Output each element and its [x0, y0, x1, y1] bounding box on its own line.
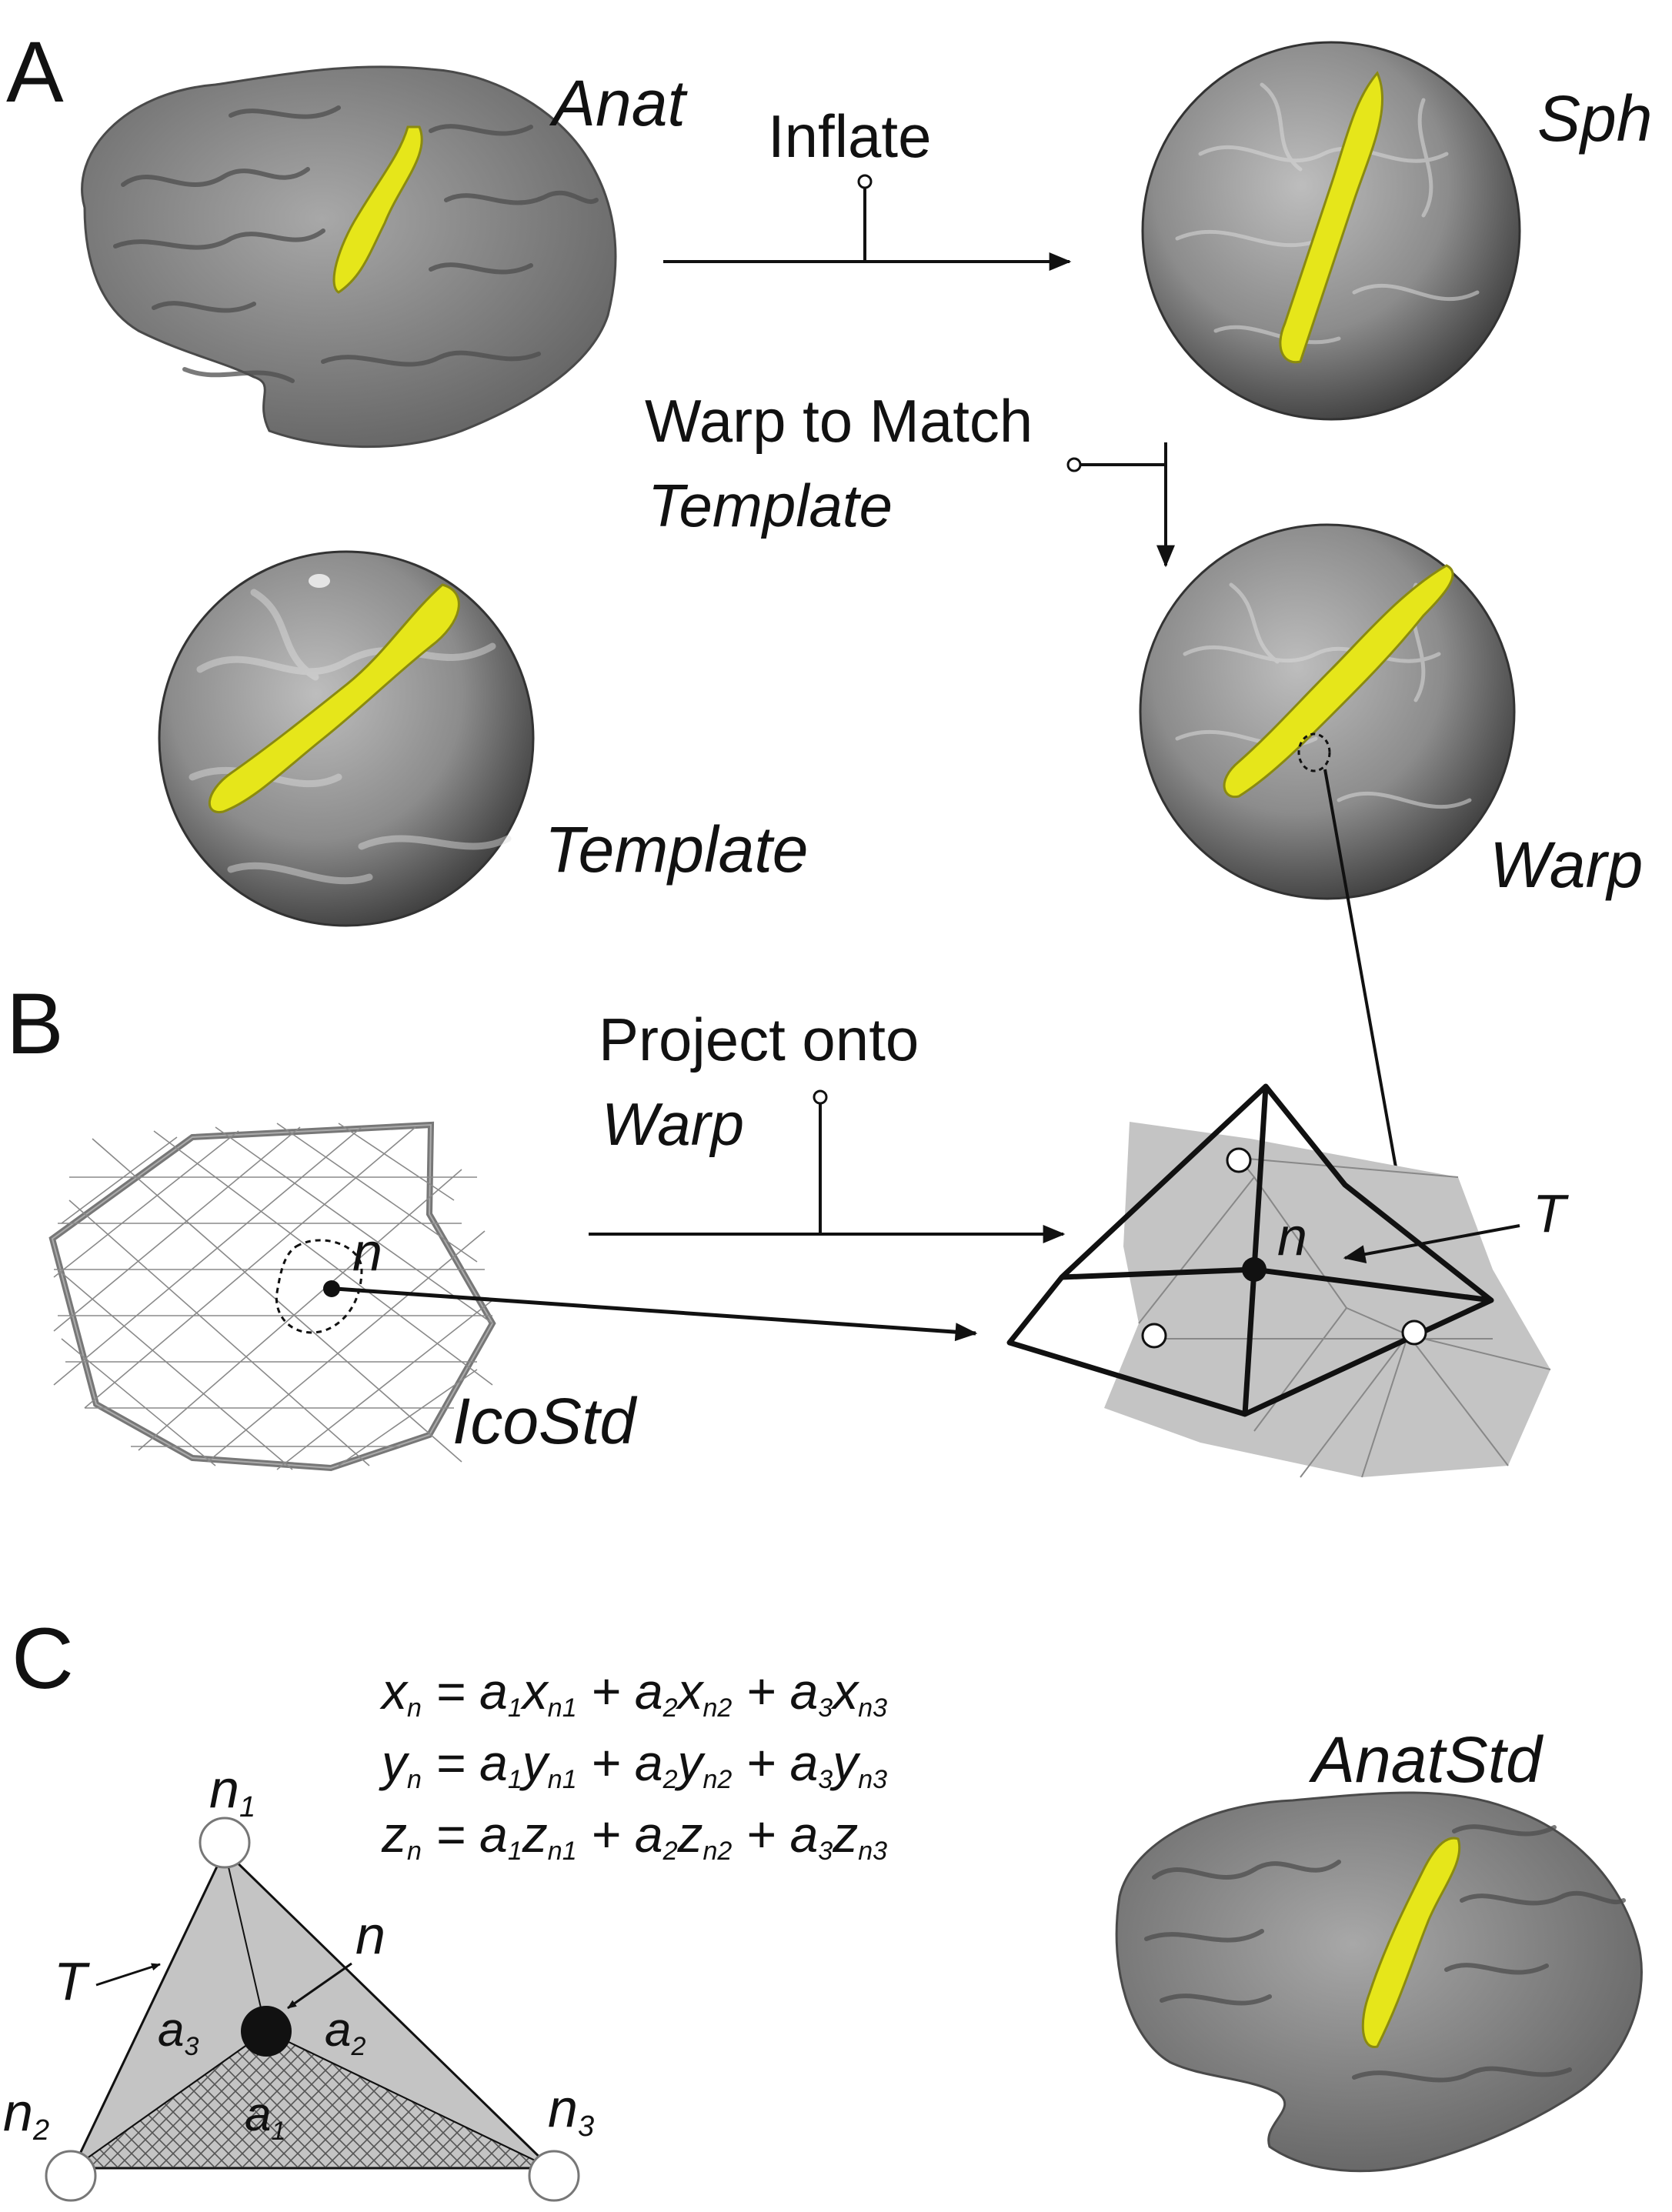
- icostd-node-label: n: [352, 1222, 382, 1282]
- interior-node-label: n: [355, 1905, 385, 1965]
- vertex-n2: [45, 2150, 97, 2202]
- equation-y: yn = a1yn1 + a2yn2 + a3yn3: [382, 1734, 888, 1794]
- template-sphere-image: [158, 550, 535, 927]
- warp-tile-mesh-image: [1006, 1083, 1551, 1478]
- template-label: Template: [545, 813, 809, 886]
- area-a3-label: a3: [158, 2003, 199, 2061]
- icostd-node-dot: [323, 1280, 340, 1297]
- vertex-n3: [528, 2150, 580, 2202]
- equation-z: zn = a1zn1 + a2zn2 + a3zn3: [382, 1806, 888, 1866]
- panel-label-c: C: [12, 1610, 74, 1707]
- warp-to-match-arrow: [1066, 442, 1175, 568]
- panel-label-b: B: [6, 976, 64, 1072]
- tile-pointer-arrow: [1343, 1224, 1520, 1263]
- tile-t-label: T: [1533, 1183, 1566, 1243]
- vertex-n3-label: n3: [548, 2078, 595, 2143]
- tile-vertex-left: [1141, 1323, 1167, 1349]
- barycentric-triangle-diagram: [45, 1817, 580, 2202]
- tile-node-label: n: [1277, 1206, 1307, 1266]
- icostd-label: IcoStd: [452, 1385, 636, 1457]
- tile-vertex-right: [1401, 1320, 1427, 1346]
- icostd-mesh-image: [48, 1121, 496, 1472]
- tile-node-dot: [1242, 1257, 1267, 1282]
- anatstd-label: AnatStd: [1312, 1723, 1542, 1796]
- area-a1-label: a1: [245, 2088, 286, 2146]
- area-a2-label: a2: [325, 2003, 366, 2061]
- triangle-t-label: T: [54, 1951, 87, 2011]
- anat-brain-image: [81, 65, 617, 449]
- sph-label: Sph: [1537, 82, 1653, 155]
- equation-x: xn = a1xn1 + a2xn2 + a3xn3: [382, 1663, 888, 1723]
- tile-vertex-top: [1226, 1147, 1252, 1173]
- vertex-n2-label: n2: [3, 2082, 50, 2147]
- warp-to-tile-arrow: [1323, 769, 1408, 1204]
- inflate-step-label: Inflate: [768, 102, 932, 170]
- warp-sphere-image: [1139, 523, 1516, 900]
- warp-label: Warp: [1490, 829, 1644, 901]
- vertex-n1-label: n1: [209, 1759, 256, 1823]
- anat-label: Anat: [552, 67, 686, 139]
- warp-step-label-line1: Warp to Match: [645, 387, 1033, 455]
- warp-step-label-line2: Template: [648, 472, 893, 539]
- project-onto-warp-arrow: [589, 1089, 1066, 1243]
- sph-sphere-image: [1141, 41, 1521, 421]
- interior-node-dot: [241, 2006, 292, 2057]
- panel-label-a: A: [6, 24, 64, 120]
- anatstd-brain-image: [1115, 1791, 1643, 2173]
- node-correspondence-arrow: [335, 1286, 978, 1342]
- inflate-arrow: [663, 174, 1072, 271]
- project-step-label-line1: Project onto: [599, 1006, 919, 1073]
- project-step-label-line2: Warp: [602, 1090, 744, 1158]
- warp-tile-marker: [1297, 732, 1331, 772]
- vertex-n1: [199, 1817, 251, 1869]
